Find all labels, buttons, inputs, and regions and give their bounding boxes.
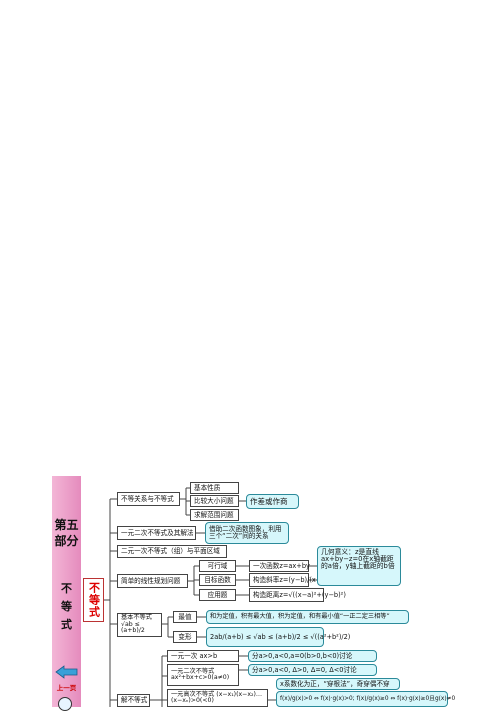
chapter-title-line2: 部分	[54, 534, 79, 548]
node-higher-order: 一元高次不等式 (x−x₁)(x−x₂)…(x−xₙ)>0(<0)	[167, 689, 268, 707]
note-quadratic-graph: 借助二次函数图象，利用三个“二次”间的关系	[205, 522, 289, 544]
node-distance: 构造距离z=√((x−a)²+(y−b)²)	[249, 588, 346, 602]
node-linear-programming: 简单的线性规划问题	[117, 574, 188, 588]
chapter-title-line1: 第五	[54, 518, 79, 532]
note-fraction-inequality: f(x)/g(x)>0 ⇔ f(x)·g(x)>0; f(x)/g(x)≥0 ⇔…	[276, 691, 455, 707]
node-objective-function: 目标函数	[199, 574, 236, 586]
note-root-threading: x系数化为正，“穿根法”，奇穿偶不穿	[276, 678, 400, 690]
node-planar-region: 二元一次不等式（组）与平面区域	[117, 545, 227, 558]
chapter-char-3: 式	[61, 618, 72, 631]
node-slope: 构造斜率z=(y−b)/(x−a)	[249, 573, 328, 587]
chapter-sidebar: 第五 部分 不 等 式	[52, 476, 81, 707]
node-compare-size: 比较大小问题	[190, 495, 239, 507]
node-application: 应用题	[199, 589, 236, 601]
prev-page-button[interactable]	[55, 664, 78, 679]
node-solve-inequality: 解不等式	[117, 694, 150, 707]
note-geometric-meaning: 几何意义：z是直线ax+by−z=0在x轴截距的a倍，y轴上截距的b倍	[317, 546, 401, 586]
note-sum-product: 和为定值，积有最大值，积为定值，和有最小值“一正二定三相等”	[206, 610, 409, 624]
note-quadratic-cases: 分a>0,a<0, Δ>0, Δ=0, Δ<0讨论	[248, 664, 377, 676]
node-quadratic-inequality: 一元二次不等式及其解法	[117, 526, 196, 540]
prev-page-label[interactable]: 上一页	[56, 684, 77, 692]
chapter-char-1: 不	[61, 582, 72, 595]
node-transform: 变形	[173, 631, 197, 643]
node-feasible-region: 可行域	[199, 560, 236, 572]
node-range-problem: 求解范围问题	[190, 509, 239, 521]
note-difference-quotient: 作差或作商	[246, 494, 299, 509]
node-linear-function: 一次函数z=ax+by	[249, 560, 310, 572]
basic-inequality-label: 基本不等式	[121, 614, 152, 622]
root-node: 不等式	[83, 578, 104, 622]
left-arrow-icon	[55, 665, 78, 679]
node-extreme-value: 最值	[173, 611, 197, 623]
node-basic-property: 基本性质	[190, 482, 239, 494]
chapter-char-2: 等	[61, 600, 72, 613]
note-mean-chain: 2ab/(a+b) ≤ √ab ≤ (a+b)/2 ≤ √((a²+b²)/2)	[206, 627, 350, 647]
basic-inequality-formula: √ab ≤ (a+b)/2	[121, 620, 145, 635]
node-inequality-relation: 不等关系与不等式	[117, 492, 180, 506]
node-basic-inequality: 基本不等式 √ab ≤ (a+b)/2	[117, 613, 162, 637]
note-linear-cases: 分a>0,a<0,a=0(b>0,b<0)讨论	[248, 650, 377, 662]
node-linear-one-var: 一元一次 ax>b	[167, 650, 239, 662]
node-quadratic-one-var: 一元二次不等式 ax²+bx+c>0(a≠0)	[167, 664, 239, 686]
